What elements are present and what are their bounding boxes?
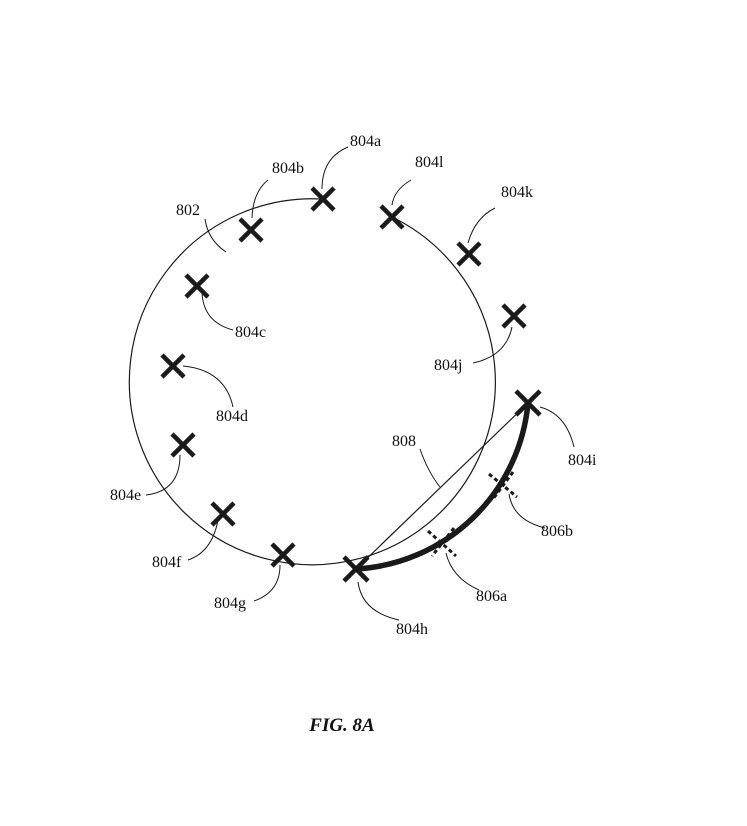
leader-804l — [391, 179, 412, 206]
marker-804a — [310, 186, 336, 212]
label-804l: 804l — [415, 154, 444, 171]
label-804h: 804h — [396, 621, 428, 638]
marker-804e — [170, 432, 196, 458]
label-804k: 804k — [501, 184, 533, 201]
leader-804g — [253, 564, 281, 602]
marker-804d — [160, 353, 186, 379]
label-808: 808 — [392, 433, 416, 450]
leader-804d — [182, 365, 234, 408]
tick-806a — [427, 527, 457, 558]
label-804i: 804i — [568, 452, 597, 469]
marker-804f — [210, 501, 236, 527]
marker-804j — [501, 303, 527, 329]
leader-804h — [357, 581, 400, 621]
leader-804a — [321, 146, 349, 190]
marker-804l — [379, 204, 405, 230]
label-804j: 804j — [434, 357, 462, 374]
marker-804g — [270, 542, 296, 568]
label-804b: 804b — [272, 160, 304, 177]
label-804c: 804c — [235, 324, 266, 341]
leader-804i — [539, 406, 575, 448]
marker-804k — [456, 241, 482, 267]
highlighted-arc — [353, 400, 531, 572]
leader-804f — [187, 519, 219, 561]
marker-804h — [342, 555, 370, 583]
label-804f: 804f — [152, 554, 182, 571]
label-806b: 806b — [541, 523, 573, 540]
leader-806b — [508, 493, 546, 529]
leader-806a — [445, 552, 480, 591]
label-806a: 806a — [476, 588, 507, 605]
leader-802 — [204, 218, 227, 253]
leader-804k — [467, 207, 496, 244]
label-804g: 804g — [214, 595, 246, 612]
chord-line — [355, 402, 529, 570]
label-804e: 804e — [110, 487, 141, 504]
ring-arc — [128, 198, 496, 566]
leader-804c — [201, 291, 234, 331]
marker-804i — [514, 389, 542, 417]
figure-caption: FIG. 8A — [308, 715, 374, 736]
leader-808 — [419, 448, 441, 488]
leader-804j — [472, 326, 513, 364]
tick-806b — [488, 471, 518, 500]
leader-804b — [251, 179, 269, 219]
marker-804b — [238, 217, 264, 243]
label-802: 802 — [176, 202, 200, 219]
marker-804c — [184, 273, 210, 299]
leader-804e — [145, 454, 181, 496]
label-804a: 804a — [350, 133, 381, 150]
label-804d: 804d — [216, 408, 248, 425]
